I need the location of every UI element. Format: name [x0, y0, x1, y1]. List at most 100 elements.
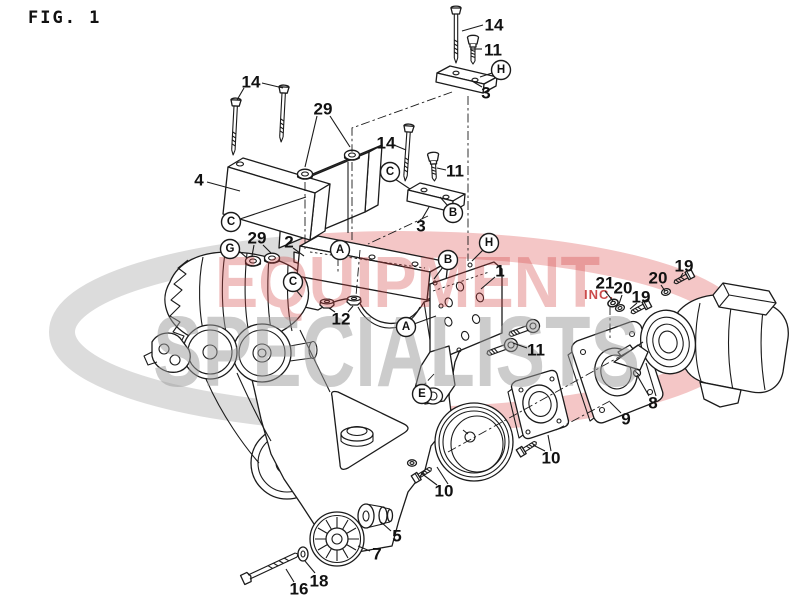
assembly-ref-letter-C: C	[386, 166, 394, 178]
part-number-14: 14	[242, 73, 261, 92]
assembly-ref-letter-B: B	[449, 207, 457, 219]
leader-line-ref-B	[433, 266, 444, 280]
alternator-drawing	[143, 251, 318, 464]
part-number-3: 3	[481, 84, 490, 103]
idler-assembly-drawing	[239, 503, 394, 586]
watermark-line2: SPECIALISTS	[153, 296, 640, 408]
bolt-icon	[426, 151, 441, 182]
assembly-ref-circle-C	[379, 161, 401, 183]
part-number-29: 29	[314, 100, 333, 119]
leader-line-ref-A	[413, 315, 437, 325]
part-number-19: 19	[632, 288, 651, 307]
part-number-11: 11	[484, 41, 502, 60]
part-number-20: 20	[649, 269, 668, 288]
plate-1-drawing	[413, 261, 503, 405]
leader-line-part-9	[609, 401, 622, 414]
pulley-drawing	[434, 402, 514, 482]
assembly-ref-circle-C	[220, 211, 242, 233]
leader-line-part-16	[285, 568, 295, 583]
leader-line-part-11	[436, 167, 447, 171]
part-number-20: 20	[614, 279, 633, 298]
assembly-ref-letter-H: H	[485, 237, 493, 249]
leader-line-part-14	[461, 24, 484, 32]
leader-line-part-10	[547, 434, 552, 452]
part-number-3: 3	[416, 217, 425, 236]
assembly-ref-letter-E: E	[418, 388, 426, 400]
diagram-art	[143, 5, 789, 586]
adapter-ring-drawing	[507, 369, 570, 440]
washer-icon	[406, 459, 418, 467]
part-number-2: 2	[284, 233, 293, 252]
leader-line-part-12	[347, 305, 354, 313]
bolt-icon	[450, 5, 462, 64]
leader-line-part-10	[436, 466, 449, 485]
assembly-ref-letter-C: C	[227, 216, 235, 228]
leader-line-part-29	[304, 115, 318, 168]
part-number-7: 7	[372, 545, 381, 564]
leader-line-part-4	[206, 181, 241, 192]
leader-line-part-20	[660, 284, 666, 292]
bolt-icon	[399, 123, 415, 182]
part-number-12: 12	[332, 310, 351, 329]
leader-line-part-2	[292, 247, 305, 257]
watermark-line1: EQUIPMENT	[215, 243, 600, 323]
bolt-icon	[466, 34, 480, 65]
leader-line-ref-H	[479, 72, 493, 78]
assembly-ref-letter-B: B	[444, 254, 452, 266]
leader-line-ref-C	[394, 178, 411, 190]
assembly-ref-circle-B	[437, 249, 459, 271]
part-number-4: 4	[194, 171, 204, 190]
part-number-21: 21	[596, 274, 615, 293]
leader-line-part-1	[480, 276, 496, 290]
part-number-16: 16	[290, 580, 309, 599]
centerlines	[304, 91, 629, 453]
assembly-ref-letter-A: A	[336, 244, 344, 256]
bolt-icon	[227, 97, 242, 156]
idler-pulley-drawing	[309, 511, 365, 567]
leader-line-part-12	[328, 307, 336, 313]
leader-line-part-14	[261, 82, 284, 89]
part-number-8: 8	[648, 394, 657, 413]
part-number-14: 14	[485, 16, 504, 35]
leader-line-part-10	[532, 444, 546, 452]
part-number-5: 5	[392, 527, 401, 546]
leader-line-part-14	[393, 144, 407, 151]
leader-line-part-5	[380, 521, 392, 532]
leader-line-part-3	[471, 80, 483, 88]
leader-line-part-14	[236, 87, 245, 101]
assembly-ref-circle-A	[395, 316, 417, 338]
part-number-10: 10	[542, 449, 561, 468]
part-number-29: 29	[248, 229, 267, 248]
assembly-ref-letter-C: C	[289, 276, 297, 288]
leader-line-part-10	[420, 472, 438, 486]
leader-line-part-8	[636, 374, 650, 397]
assembly-ref-circle-E	[411, 383, 433, 405]
leader-line-part-29	[262, 244, 272, 254]
assembly-ref-circle-A	[329, 239, 351, 261]
plate-3-top-drawing	[435, 65, 498, 94]
leader-line-part-21	[604, 290, 614, 302]
leader-line-part-8	[645, 362, 657, 397]
part-number-19: 19	[675, 257, 694, 276]
leader-line-ref-C	[239, 196, 307, 220]
bolt-icon	[515, 438, 540, 458]
part-number-14: 14	[377, 134, 396, 153]
leader-line-part-20	[618, 294, 623, 305]
engine-bracket-drawing	[246, 295, 463, 554]
assembly-ref-circle-H	[490, 59, 512, 81]
part-number-1: 1	[495, 262, 504, 281]
leader-line-part-3	[421, 206, 430, 220]
leader-line-ref-H	[471, 249, 484, 262]
pump-drawing	[613, 282, 789, 408]
part-number-9: 9	[621, 410, 630, 429]
leader-line-ref-G	[238, 250, 248, 259]
spacer-5-drawing	[357, 503, 394, 529]
leader-line-part-19	[679, 272, 684, 279]
watermark-text: EQUIPMENT SPECIALISTS INC.	[153, 243, 640, 408]
assembly-ref-circle-B	[442, 202, 464, 224]
leader-line-part-7	[357, 545, 371, 552]
assembly-ref-circle-H	[478, 232, 500, 254]
